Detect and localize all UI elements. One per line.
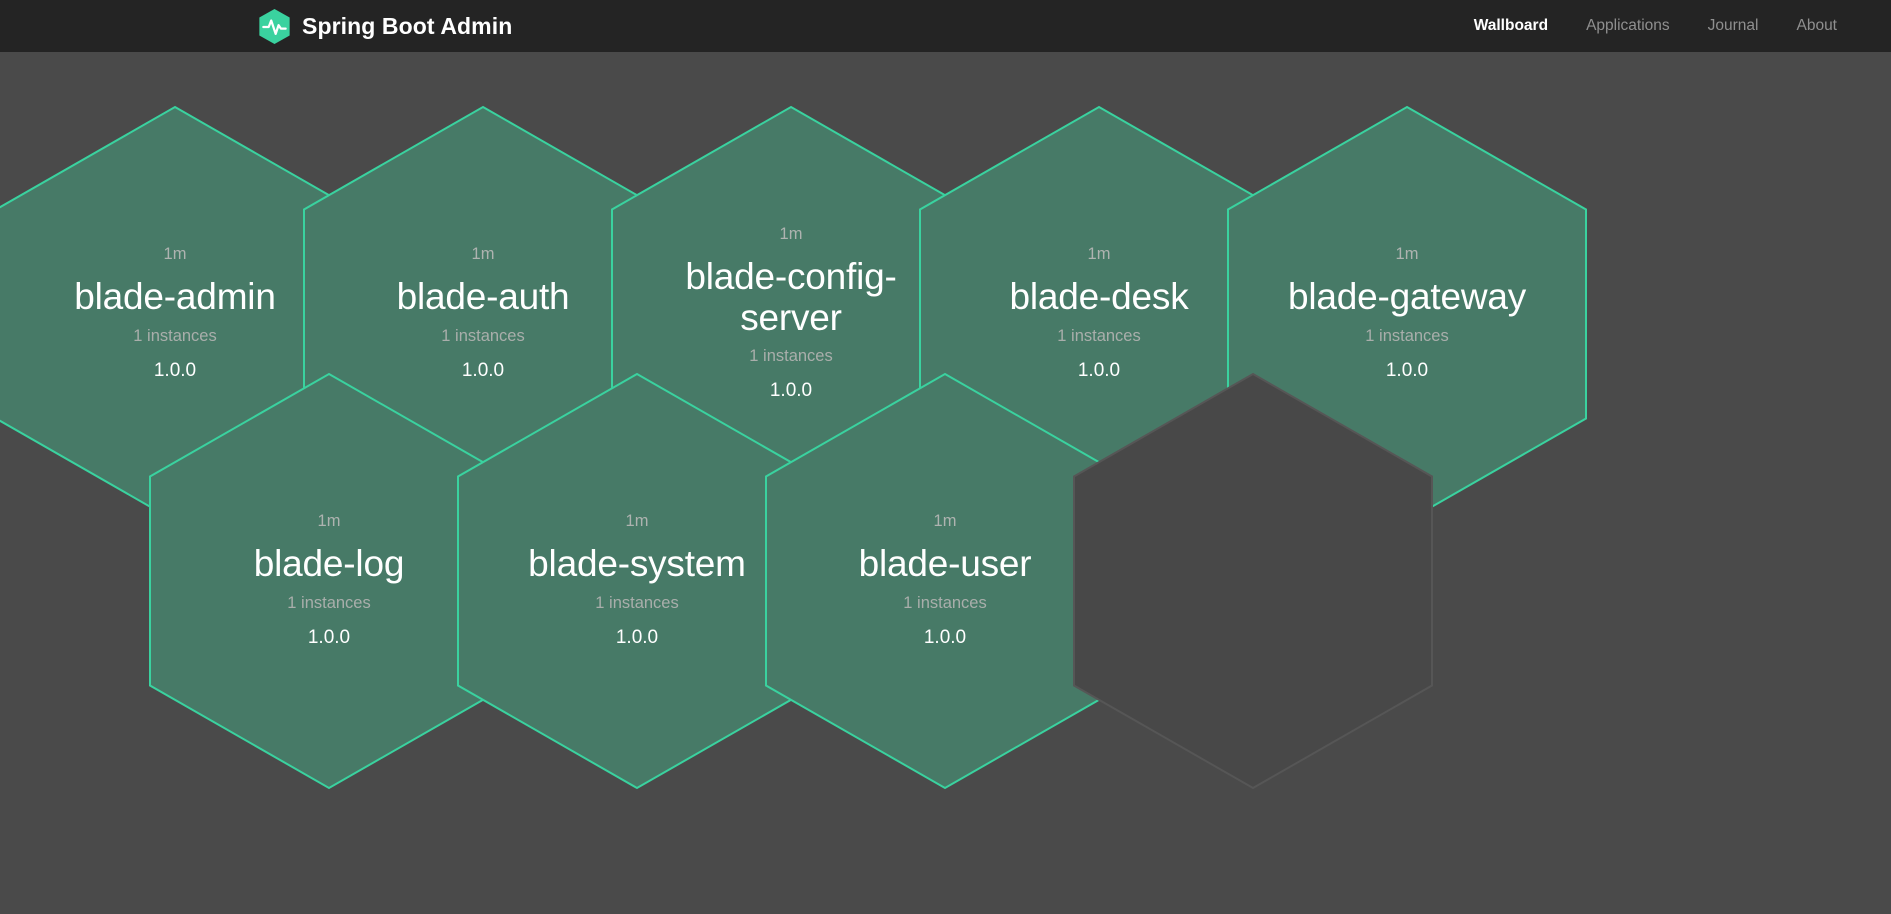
application-instances: 1 instances: [903, 593, 987, 612]
application-hexagon-content: 1m blade-log 1 instances 1.0.0: [148, 372, 510, 790]
application-status-age: 1m: [1087, 245, 1111, 264]
application-status-age: 1m: [1395, 245, 1419, 264]
application-status-age: 1m: [779, 225, 803, 244]
application-instances: 1 instances: [1365, 326, 1449, 345]
nav-link-about[interactable]: About: [1796, 17, 1837, 34]
top-navigation-bar: Spring Boot Admin Wallboard Applications…: [0, 0, 1891, 52]
application-name: blade-desk: [1009, 276, 1189, 318]
application-hexagon-content: 1m blade-auth 1 instances 1.0.0: [302, 105, 664, 523]
application-name: blade-gateway: [1287, 276, 1527, 318]
application-status-age: 1m: [163, 245, 187, 264]
heartbeat-hexagon-icon: [259, 8, 290, 44]
application-instances: 1 instances: [287, 593, 371, 612]
nav-link-wallboard[interactable]: Wallboard: [1473, 17, 1549, 34]
application-version: 1.0.0: [923, 626, 967, 648]
application-instances: 1 instances: [1057, 326, 1141, 345]
application-name: blade-log: [253, 543, 405, 585]
application-version: 1.0.0: [461, 359, 505, 381]
application-instances: 1 instances: [749, 347, 833, 366]
application-version: 1.0.0: [307, 626, 351, 648]
application-name: blade-user: [858, 543, 1032, 585]
application-name: blade-config-server: [685, 255, 897, 338]
application-name: blade-system: [528, 543, 746, 585]
application-instances: 1 instances: [441, 326, 525, 345]
nav-link-applications[interactable]: Applications: [1586, 17, 1670, 34]
hexagon-shape: [1073, 372, 1433, 790]
nav-link-journal[interactable]: Journal: [1707, 17, 1759, 34]
application-hexagon-content: 1m blade-system 1 instances 1.0.0: [456, 372, 818, 790]
application-hexagon-content: 1m blade-desk 1 instances 1.0.0: [918, 105, 1280, 523]
application-status-age: 1m: [317, 512, 341, 531]
application-version: 1.0.0: [153, 359, 197, 381]
wallboard: 1m blade-admin 1 instances 1.0.0 1m blade-aut…: [0, 52, 1891, 914]
application-name: blade-admin: [74, 276, 276, 318]
application-status-age: 1m: [471, 245, 495, 264]
application-hexagon-content: 1m blade-user 1 instances 1.0.0: [764, 372, 1126, 790]
brand-title: Spring Boot Admin: [302, 12, 513, 39]
application-instances: 1 instances: [595, 593, 679, 612]
brand-home-link[interactable]: Spring Boot Admin: [258, 8, 512, 45]
application-hexagon[interactable]: 1m blade-log 1 instances 1.0.0: [148, 372, 510, 790]
application-name: blade-auth: [396, 276, 570, 318]
application-version: 1.0.0: [1077, 359, 1121, 381]
application-hexagon-placeholder: [1072, 372, 1434, 790]
application-hexagon-content: 1m blade-config-server 1 instances 1.0.0: [610, 105, 972, 523]
application-hexagon-content: 1m blade-admin 1 instances 1.0.0: [0, 105, 356, 523]
application-hexagon-grid: 1m blade-admin 1 instances 1.0.0 1m blade-aut…: [0, 52, 1891, 914]
application-hexagon-content: 1m blade-gateway 1 instances 1.0.0: [1226, 105, 1588, 523]
application-version: 1.0.0: [615, 626, 659, 648]
application-version: 1.0.0: [1385, 359, 1429, 381]
application-version: 1.0.0: [769, 380, 813, 402]
primary-nav: Wallboard Applications Journal About: [1474, 17, 1837, 35]
application-hexagon[interactable]: 1m blade-user 1 instances 1.0.0: [764, 372, 1126, 790]
application-status-age: 1m: [933, 512, 957, 531]
application-instances: 1 instances: [133, 326, 217, 345]
application-status-age: 1m: [625, 512, 649, 531]
